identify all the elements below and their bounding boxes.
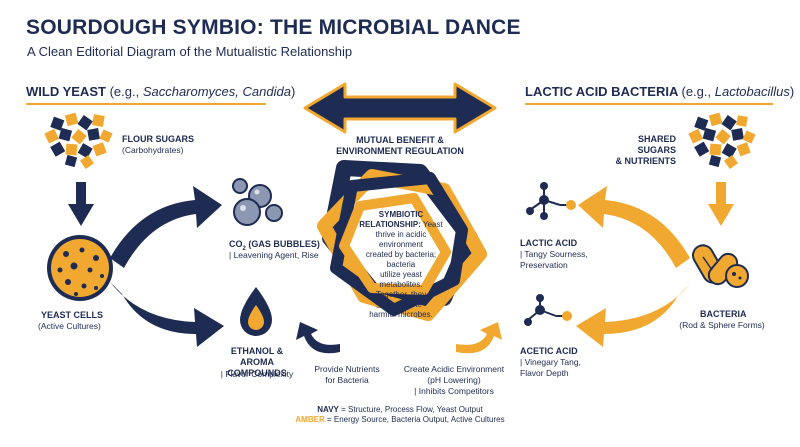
acetic-acid-sub: | Vinegary Tang,Flavor Depth: [520, 357, 581, 378]
wild-yeast-rule: [26, 103, 266, 105]
droplet-icon: [240, 287, 272, 336]
symbiotic-relationship-text: SYMBIOTIC RELATIONSHIP: Yeast thrive in …: [359, 210, 443, 319]
sugar-cubes-icon: [688, 112, 756, 169]
double-arrow-icon: [303, 82, 497, 134]
acetic-acid-label: ACETIC ACID: [520, 346, 578, 356]
acidic-environment-label: Create Acidic Environment(pH Lowering)| …: [403, 364, 505, 396]
wild-yeast-heading: WILD YEAST (e.g., Saccharomyces, Candida…: [26, 84, 296, 99]
ethanol-sub: | Flavor Complexity: [220, 369, 294, 379]
flour-sugars-label: FLOUR SUGARS: [122, 134, 194, 144]
yeast-cells-label: YEAST CELLS: [41, 310, 104, 320]
arrow-down-icon: [68, 182, 94, 226]
legend-navy: NAVY = Structure, Process Flow, Yeast Ou…: [317, 405, 483, 414]
lab-rule: [525, 103, 773, 105]
bacteria-label: BACTERIA: [700, 309, 747, 319]
lactic-acid-label: LACTIC ACID: [520, 238, 578, 248]
yeast-cells-sub: (Active Cultures): [38, 321, 101, 331]
bacteria-sub: (Rod & Sphere Forms): [679, 320, 765, 330]
co2-sub: | Leavening Agent, Rise: [229, 250, 319, 260]
legend-amber: AMBER = Energy Source, Bacteria Output, …: [295, 415, 505, 424]
page-subtitle: A Clean Editorial Diagram of the Mutuali…: [27, 44, 353, 59]
lab-heading: LACTIC ACID BACTERIA (e.g., Lactobacillu…: [525, 84, 795, 99]
sugar-cubes-icon: [44, 112, 113, 169]
bacteria-icon: [692, 244, 749, 288]
lactic-acid-sub: | Tangy Sourness,Preservation: [520, 249, 588, 270]
bubbles-icon: [232, 178, 283, 226]
shared-sugars-label: SHARED SUGARS& NUTRIENTS: [615, 134, 677, 166]
co2-label: CO2 (GAS BUBBLES): [229, 239, 320, 252]
page-title: SOURDOUGH SYMBIO: THE MICROBIAL DANCE: [26, 16, 521, 39]
curved-arrow-icon: [296, 322, 502, 354]
molecule-icon: [526, 182, 576, 220]
arrow-down-icon: [708, 182, 734, 226]
curved-arrow-icon: [576, 186, 690, 347]
curved-arrow-icon: [110, 186, 224, 347]
interlock-knot-icon: [317, 160, 487, 321]
mutual-benefit-label: MUTUAL BENEFIT &ENVIRONMENT REGULATION: [336, 135, 464, 156]
flour-sugars-sub: (Carbohydrates): [122, 145, 184, 155]
molecule-icon: [524, 294, 572, 326]
yeast-cell-icon: [47, 235, 113, 301]
